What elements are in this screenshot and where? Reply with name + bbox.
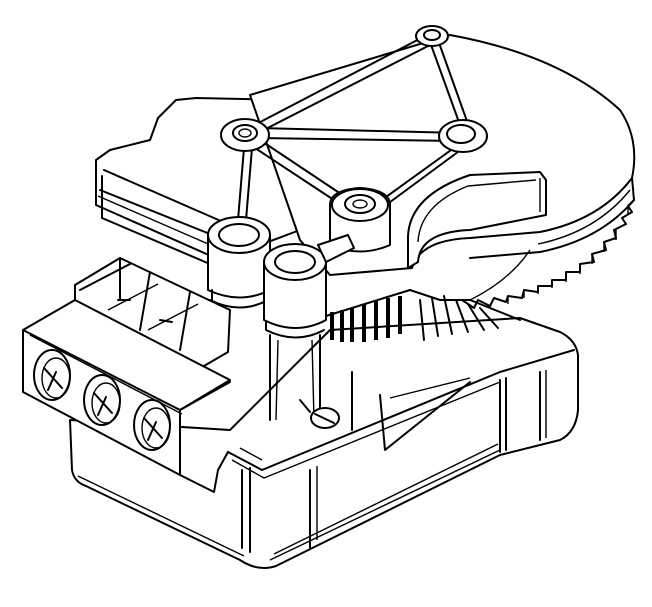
linkage-plate bbox=[220, 25, 488, 253]
housing bbox=[69, 317, 579, 569]
gear-teeth bbox=[461, 199, 635, 309]
pivot-ring-top bbox=[415, 25, 449, 47]
screw-terminal-2 bbox=[83, 374, 121, 426]
pinion-teeth bbox=[325, 249, 531, 342]
terminal-block bbox=[22, 257, 231, 493]
screw-front bbox=[299, 399, 340, 429]
screw-terminal-3 bbox=[133, 399, 171, 451]
pivot-boss-right bbox=[263, 234, 355, 421]
pivot-ring-right bbox=[438, 119, 488, 153]
pivot-ring-left bbox=[220, 118, 270, 152]
screw-terminal-1 bbox=[33, 349, 71, 401]
